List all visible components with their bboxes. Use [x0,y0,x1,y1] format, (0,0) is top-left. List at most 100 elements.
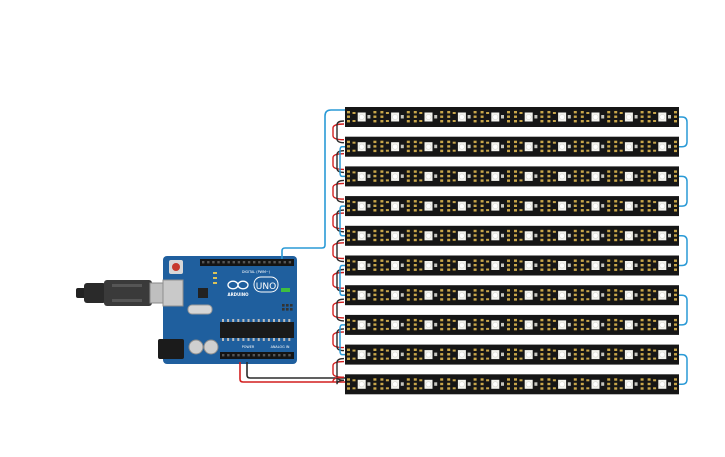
data-wire-right-loop[interactable] [679,116,688,148]
data-wire-left-loop[interactable] [339,205,345,237]
power-rail-wire[interactable] [332,331,345,349]
capacitor [434,204,438,208]
ground-rail-wire[interactable] [336,357,345,381]
data-wire-left-loop[interactable] [339,324,345,356]
power-rail-wire[interactable] [332,301,345,319]
solder-pad [614,353,618,356]
solder-pad [580,353,584,356]
solder-pad [347,170,350,173]
solder-pad [347,323,350,326]
data-wire-right-loop[interactable] [679,294,688,326]
ground-rail-wire[interactable] [336,239,345,263]
solder-pad [447,209,451,212]
solder-pad [413,289,417,292]
resistor [486,120,490,122]
power-wire-5v[interactable] [239,362,345,383]
resistor [552,149,556,152]
data-wire-arduino-to-strip[interactable] [281,109,345,259]
resistor [552,120,556,122]
solder-pad [406,357,410,360]
resistor [519,349,523,352]
led-strip[interactable] [345,136,679,157]
data-wire-right-loop[interactable] [679,353,688,386]
chip-pin [288,319,291,322]
ground-rail-wire[interactable] [336,120,345,144]
solder-pad [647,174,651,178]
data-wire-left-loop[interactable] [339,145,345,178]
header-pin [247,261,251,264]
capacitor [534,382,538,386]
solder-pad [640,234,644,237]
solder-pad [614,289,618,292]
capacitor [400,322,404,327]
ground-rail-wire[interactable] [336,378,345,385]
resistor [586,230,590,233]
solder-pad [640,298,644,301]
power-rail-wire[interactable] [332,123,345,141]
solder-pad [373,348,377,351]
data-wire-right-loop[interactable] [679,175,688,207]
led-strip[interactable] [345,196,679,217]
rgb-led-lens [492,351,499,358]
data-wire-left-loop[interactable] [339,264,345,296]
solder-pad [413,111,417,114]
led-strip[interactable] [345,344,679,365]
ground-rail-wire[interactable] [336,298,345,322]
data-wire-right-loop[interactable] [679,235,688,267]
capacitor [567,115,571,119]
chip-pin [247,319,250,322]
power-rail-wire[interactable] [332,271,345,289]
led-strip[interactable] [345,107,679,127]
led-strip[interactable] [345,225,679,246]
solder-pad [373,387,377,390]
power-rail-wire[interactable] [332,212,345,230]
rgb-led-lens [559,114,565,120]
usb-cable[interactable] [76,280,169,306]
led-strip[interactable] [345,285,679,306]
solder-pad [440,382,444,386]
power-rail-wire[interactable] [332,242,345,260]
led-strip[interactable] [345,314,679,335]
solder-pad [547,234,551,237]
power-rail-wire[interactable] [332,182,345,200]
led-strip[interactable] [345,255,679,276]
solder-pad [573,170,577,173]
power-rail-wire[interactable] [332,153,345,171]
ground-rail-wire[interactable] [336,179,345,203]
led-strip[interactable] [345,374,679,395]
ground-wire[interactable] [246,362,345,379]
solder-pad [580,382,584,386]
rgb-led-lens [592,114,599,120]
solder-pad [547,298,551,301]
solder-pad [473,382,477,386]
header-pin [263,261,266,264]
rgb-led-lens [425,143,432,150]
resistor [586,298,590,301]
capacitor [534,293,538,297]
solder-pad [373,234,377,237]
solder-pad [647,318,651,322]
resistor [352,319,356,322]
solder-pad [440,170,444,173]
resistor [352,268,356,271]
resistor [452,112,456,114]
solder-pad [347,174,350,178]
solder-pad [540,289,544,292]
solder-pad [640,264,644,267]
solder-pad [447,229,451,233]
solder-pad [547,111,551,114]
power-analog-header[interactable] [220,352,294,359]
arduino-uno-board[interactable]: DIGITAL (PWM~) POWER ANALOG IN ARDUINO U… [158,256,297,364]
led-strip[interactable] [345,166,679,187]
solder-pad [413,357,417,360]
capacitor [601,263,605,267]
rgb-led-lens [626,114,632,120]
rgb-led-lens [492,321,499,328]
resistor [352,112,356,114]
power-rail-wire[interactable] [332,360,345,378]
rgb-led-lens [626,351,632,358]
power-rail-wire[interactable] [332,376,345,382]
resistor [486,112,490,114]
digital-header[interactable] [200,259,294,266]
solder-pad [406,204,410,207]
